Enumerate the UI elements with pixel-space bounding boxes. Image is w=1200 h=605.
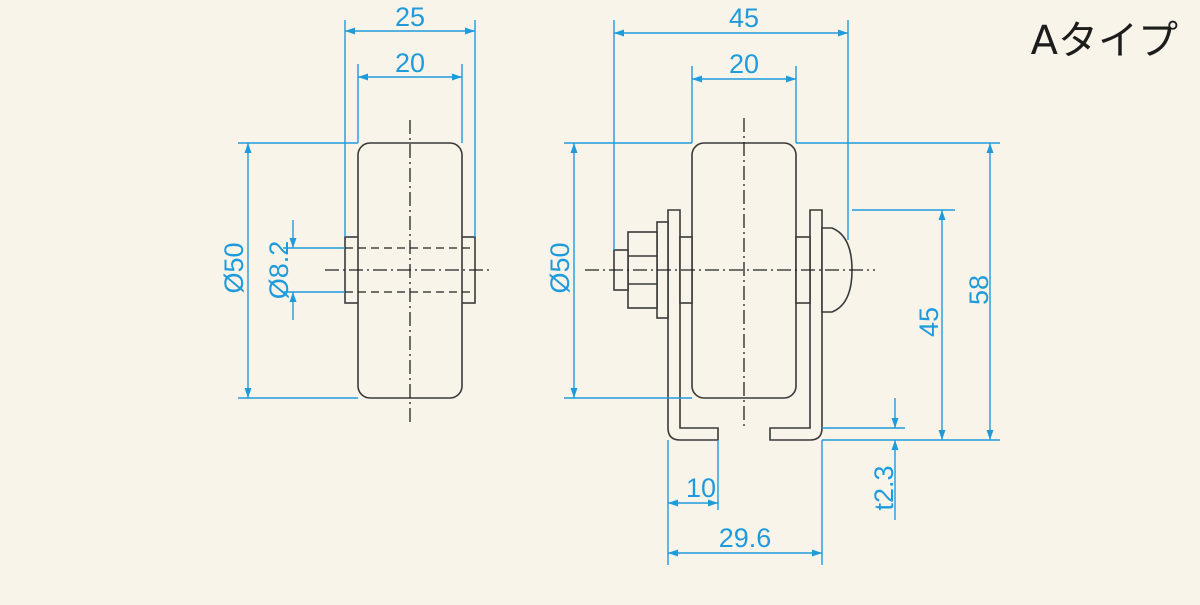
right-view: 45 20 Ø50 58 45 t2.3 [545,3,1000,565]
dim-left-overall-width: 25 [395,2,425,32]
dim-right-wheel-width: 20 [729,49,759,79]
dim-flange-width: 10 [686,473,716,503]
dim-total-height: 58 [964,275,994,305]
dim-base-width: 29.6 [719,523,772,553]
dim-right-wheel-diameter: Ø50 [545,242,575,293]
left-view: 25 20 Ø50 Ø8.2 [219,2,490,425]
type-title: Aタイプ [1030,18,1178,64]
dim-axle-height: 45 [914,307,944,337]
dim-left-axle-diameter: Ø8.2 [264,241,294,300]
left-bracket [667,209,719,441]
dim-left-wheel-diameter: Ø50 [219,242,249,293]
dim-left-wheel-width: 20 [395,48,425,78]
dim-plate-thickness: t2.3 [869,465,899,510]
dim-right-overall-width: 45 [729,3,759,33]
